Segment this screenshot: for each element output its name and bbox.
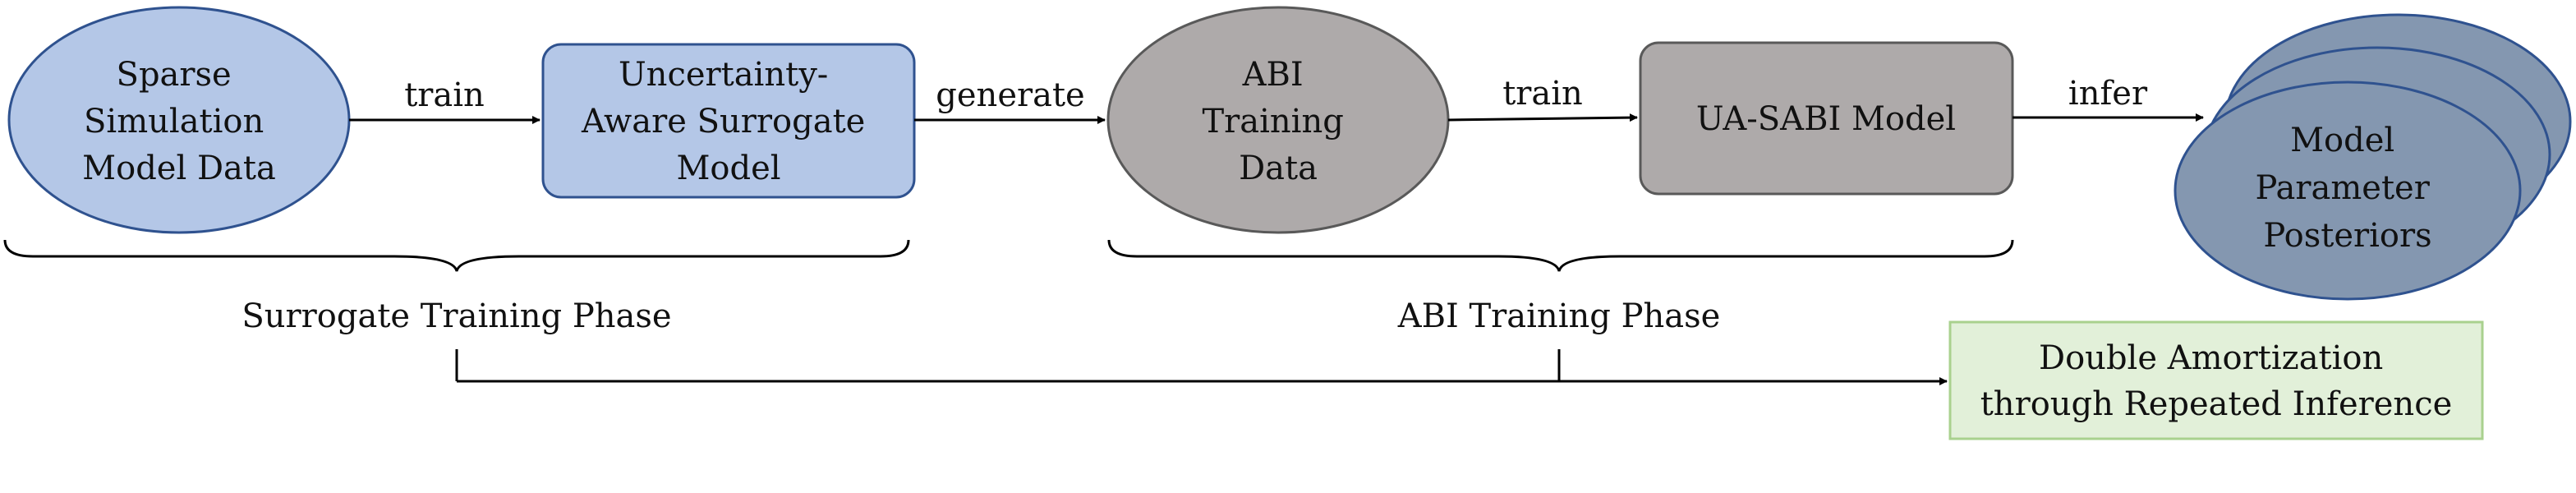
surrogate-phase-label: Surrogate Training Phase bbox=[242, 297, 671, 335]
node-sparse-simulation-data: Sparse Simulation Model Data bbox=[7, 6, 351, 234]
double-amortization-line-2: through Repeated Inference bbox=[1980, 385, 2453, 423]
edge-train-2: train bbox=[1447, 75, 1638, 122]
surrogate-model-line-3: Model bbox=[676, 150, 780, 187]
edge-train-1-label: train bbox=[404, 76, 485, 114]
node-abi-training-data: ABI Training Data bbox=[1106, 6, 1450, 234]
abi-data-line-3: Data bbox=[1239, 150, 1318, 187]
node-uasabi-model: UA-SABI Model bbox=[1639, 41, 2014, 196]
node-model-parameter-posteriors: Model Parameter Posteriors bbox=[2174, 13, 2572, 301]
sparse-data-label: Sparse Simulation Model Data bbox=[82, 56, 276, 187]
double-amortization-box bbox=[1948, 320, 2484, 440]
posteriors-line-2: Parameter bbox=[2255, 169, 2430, 207]
node-surrogate-model: Uncertainty- Aware Surrogate Model bbox=[541, 43, 916, 199]
posteriors-line-1: Model bbox=[2290, 122, 2394, 159]
connector-double-amortization bbox=[455, 349, 1948, 385]
brace-abi-path bbox=[1107, 239, 2014, 272]
double-amortization-label: Double Amortization through Repeated Inf… bbox=[1980, 339, 2453, 423]
abi-data-line-2: Training bbox=[1202, 103, 1343, 141]
posteriors-label: Model Parameter Posteriors bbox=[2255, 122, 2440, 255]
edge-train-1: train bbox=[349, 76, 540, 124]
node-double-amortization: Double Amortization through Repeated Inf… bbox=[1948, 320, 2484, 440]
surrogate-model-label: Uncertainty- Aware Surrogate Model bbox=[581, 56, 876, 187]
uasabi-model-label: UA-SABI Model bbox=[1696, 100, 1956, 138]
edge-train-2-arrow bbox=[1447, 113, 1638, 122]
brace-surrogate-phase: Surrogate Training Phase bbox=[3, 239, 910, 335]
posteriors-line-3: Posteriors bbox=[2263, 217, 2431, 255]
edge-infer-label: infer bbox=[2068, 75, 2148, 113]
edge-generate: generate bbox=[914, 76, 1106, 124]
sparse-data-line-3: Model Data bbox=[82, 150, 276, 187]
edge-generate-label: generate bbox=[936, 76, 1084, 114]
sparse-data-line-2: Simulation bbox=[84, 103, 264, 141]
abi-data-line-1: ABI bbox=[1242, 56, 1304, 94]
abi-phase-label: ABI Training Phase bbox=[1397, 297, 1721, 335]
uasabi-model-line-1: UA-SABI Model bbox=[1696, 100, 1956, 138]
double-amortization-line-1: Double Amortization bbox=[2039, 339, 2383, 377]
edge-train-2-label: train bbox=[1502, 75, 1583, 113]
posteriors-ellipse-front bbox=[2174, 81, 2522, 301]
surrogate-model-line-1: Uncertainty- bbox=[619, 56, 828, 94]
abi-data-label: ABI Training Data bbox=[1202, 56, 1354, 187]
brace-abi-phase: ABI Training Phase bbox=[1107, 239, 2014, 335]
surrogate-model-line-2: Aware Surrogate bbox=[581, 103, 865, 141]
brace-surrogate-path bbox=[3, 239, 910, 272]
edge-infer: infer bbox=[2012, 75, 2204, 122]
sparse-data-line-1: Sparse bbox=[117, 56, 232, 94]
